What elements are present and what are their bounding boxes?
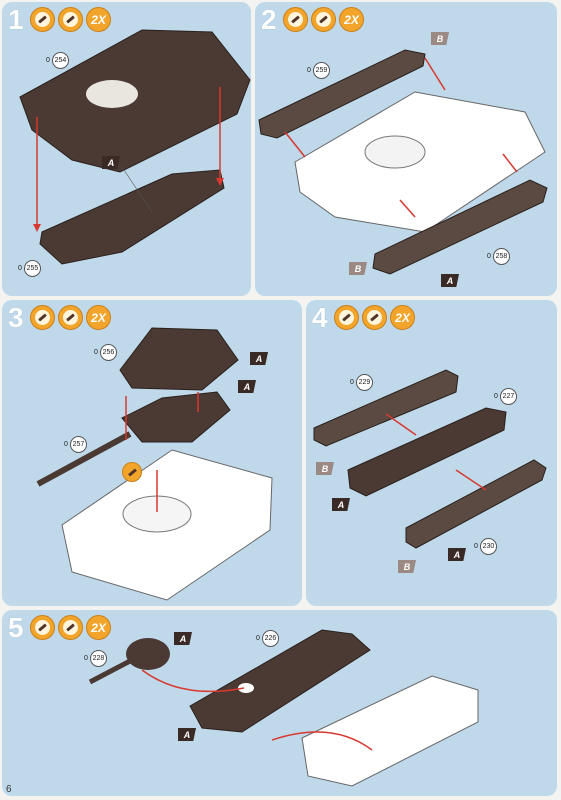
decal-tag-a: A bbox=[238, 380, 256, 393]
paint-brush-icon bbox=[362, 305, 387, 330]
decal-tag-b: B bbox=[431, 32, 449, 45]
step-5-illustration bbox=[88, 629, 479, 787]
hull-assembly bbox=[294, 91, 546, 233]
glue-brush-icon bbox=[283, 7, 308, 32]
step-icons: 2X bbox=[283, 7, 364, 32]
assembly-arrow bbox=[271, 731, 373, 751]
glue-brush-icon bbox=[30, 615, 55, 640]
decal-tag-b: B bbox=[398, 560, 416, 573]
turret-base-part bbox=[121, 391, 231, 443]
paint-brush-icon bbox=[311, 7, 336, 32]
side-skirt-part bbox=[313, 369, 459, 447]
assembly-arrow bbox=[141, 669, 245, 693]
paint-brush-icon bbox=[58, 615, 83, 640]
step-3-illustration bbox=[36, 327, 273, 601]
decal-tag-a: A bbox=[178, 728, 196, 741]
upper-hull-part bbox=[19, 29, 251, 173]
running-gear-part bbox=[405, 459, 547, 549]
hull-floor-part bbox=[347, 407, 507, 497]
step-number: 2 bbox=[261, 4, 277, 35]
step-number: 4 bbox=[312, 302, 328, 333]
hull-top-part bbox=[189, 629, 371, 733]
paint-brush-icon bbox=[58, 305, 83, 330]
paint-brush-icon bbox=[58, 7, 83, 32]
repeat-2x-icon: 2X bbox=[86, 7, 111, 32]
turret-ring-hole bbox=[86, 80, 138, 108]
track-part bbox=[258, 49, 426, 139]
glue-brush-icon bbox=[30, 305, 55, 330]
track-part bbox=[372, 179, 548, 275]
assembly-arrow bbox=[502, 153, 518, 173]
step-4-illustration bbox=[313, 369, 547, 549]
gun-barrel-part bbox=[36, 431, 132, 487]
step-number: 1 bbox=[8, 4, 24, 35]
step-icons: 2X bbox=[334, 305, 415, 330]
assembly-arrow bbox=[385, 413, 417, 436]
repeat-2x-icon: 2X bbox=[86, 615, 111, 640]
step-2-illustration bbox=[258, 49, 548, 275]
step-number: 5 bbox=[8, 612, 24, 643]
glue-point-icon bbox=[122, 462, 142, 482]
decal-tag-a: A bbox=[441, 274, 459, 287]
decal-tag-a: A bbox=[102, 156, 120, 169]
assembly-arrow bbox=[284, 131, 306, 158]
repeat-2x-icon: 2X bbox=[339, 7, 364, 32]
step-1-illustration bbox=[19, 29, 251, 265]
repeat-2x-icon: 2X bbox=[86, 305, 111, 330]
glue-brush-icon bbox=[30, 7, 55, 32]
repeat-2x-icon: 2X bbox=[390, 305, 415, 330]
step-icons: 2X bbox=[30, 305, 111, 330]
turret-top-part bbox=[119, 327, 239, 391]
assembly-arrow bbox=[399, 199, 416, 218]
chassis-assembly bbox=[301, 675, 479, 787]
page-number: 6 bbox=[6, 784, 12, 795]
decal-tag-a: A bbox=[332, 498, 350, 511]
decal-tag-a: A bbox=[250, 352, 268, 365]
assembly-arrow bbox=[455, 469, 487, 491]
glue-brush-icon bbox=[334, 305, 359, 330]
decal-tag-b: B bbox=[349, 262, 367, 275]
lower-hull-part bbox=[39, 169, 225, 265]
decal-tag-a: A bbox=[174, 632, 192, 645]
decal-tag-b: B bbox=[316, 462, 334, 475]
step-number: 3 bbox=[8, 302, 24, 333]
step-icons: 2X bbox=[30, 615, 111, 640]
step-icons: 2X bbox=[30, 7, 111, 32]
assembly-arrow bbox=[424, 57, 446, 91]
decal-tag-a: A bbox=[448, 548, 466, 561]
gun-barrel-part bbox=[88, 657, 134, 685]
turret-part bbox=[126, 638, 170, 670]
